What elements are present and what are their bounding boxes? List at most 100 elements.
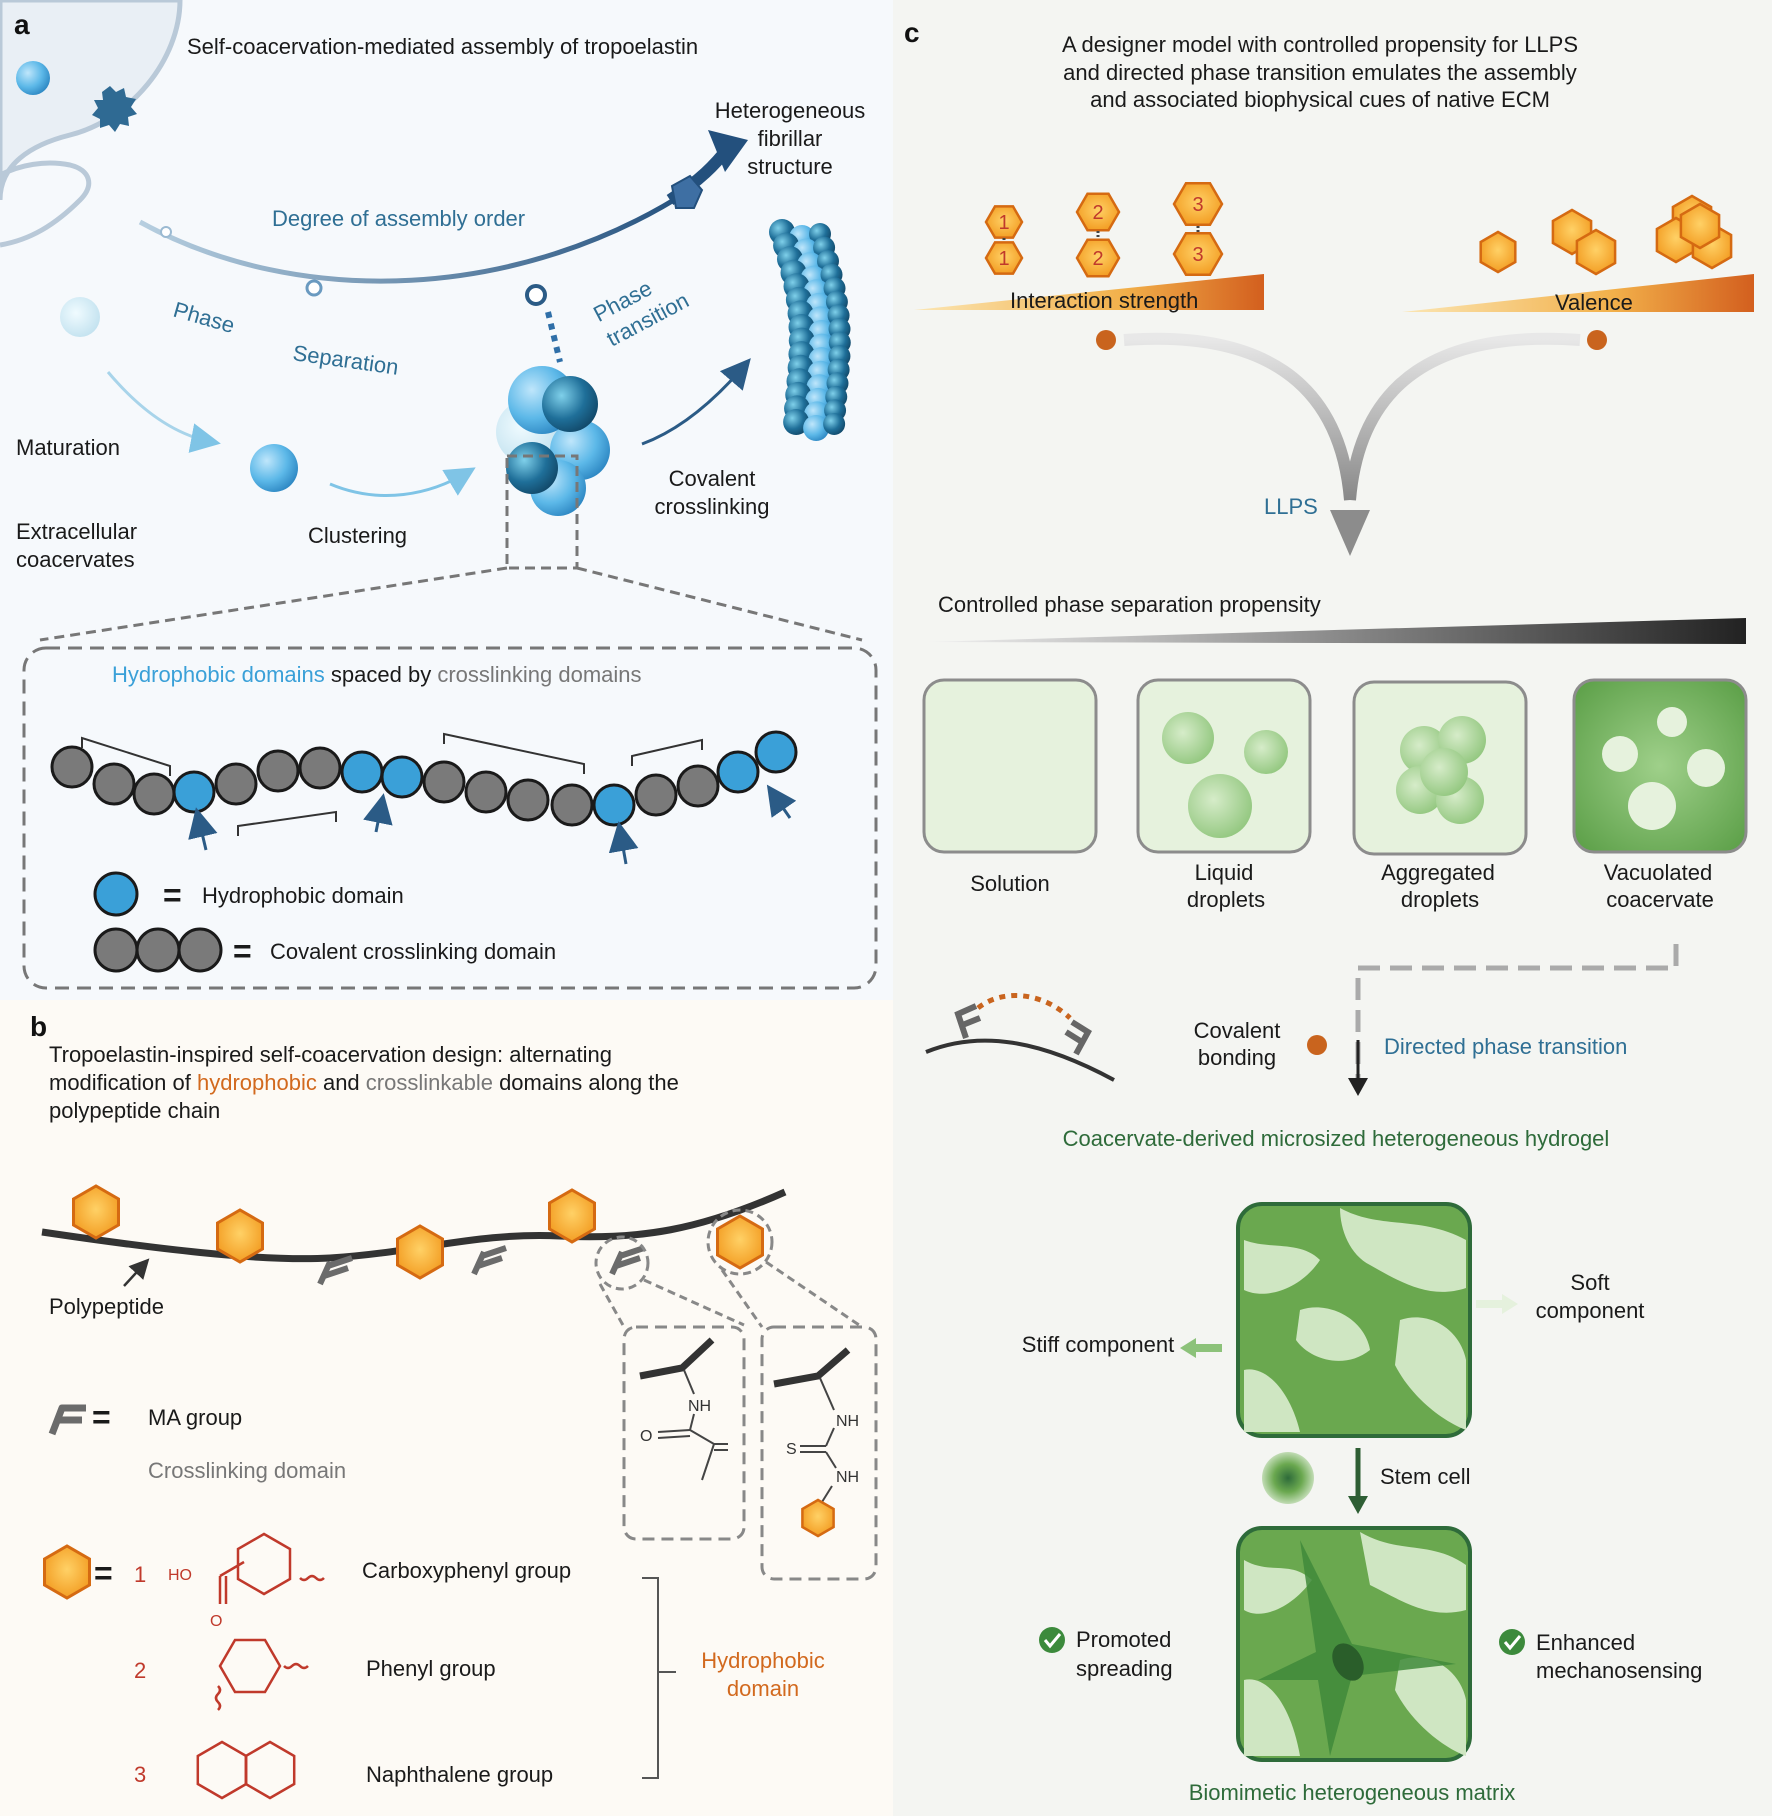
fibril-bead: [783, 409, 810, 435]
vacuolated-coacervate-box: [1572, 678, 1748, 854]
thiourea-chem-structure: [773, 1347, 851, 1503]
enhanced-line-2: mechanosensing: [1536, 1658, 1702, 1683]
left-converging-arrow: [1123, 332, 1356, 501]
hydrophobic-bracket: [642, 1577, 676, 1779]
thiourea-nh-2: NH: [836, 1469, 859, 1486]
valence-wedge: [1402, 274, 1754, 312]
domain-bracket: [443, 732, 585, 774]
chain-ma-groups: [317, 1245, 645, 1286]
polypeptide-label: Polypeptide: [49, 1294, 164, 1319]
hydrophobic-bead: [592, 783, 636, 827]
soft-regions: [1244, 1208, 1466, 1432]
cell-membrane-fold: [0, 160, 92, 248]
crosslinking-bead: [422, 760, 466, 804]
inset-title-crosslinking: crosslinking domains: [437, 662, 641, 687]
zoom-line-hex-right: [765, 1260, 863, 1329]
crosslinking-bead: [634, 773, 678, 817]
state-aggregated-line-2: droplets: [1401, 887, 1479, 912]
coacervate-cluster: [496, 366, 610, 516]
valence-label: Valence: [1555, 290, 1633, 315]
hydrophobic-pointer: [188, 807, 218, 851]
arc-node-3: [525, 284, 547, 306]
pair-hex-bottom: [1075, 238, 1121, 278]
covalent-line-2: crosslinking: [655, 494, 770, 519]
left-dot: [1096, 330, 1116, 350]
soft-line-2: component: [1536, 1298, 1645, 1323]
maturation-label: Maturation: [16, 435, 120, 460]
state-vacuolated-line-2: coacervate: [1606, 887, 1714, 912]
ma-equals: =: [92, 1399, 111, 1435]
assembly-arrow-head: [708, 130, 748, 172]
vacuole-3: [1687, 749, 1725, 787]
pair-hex-top: [984, 205, 1024, 239]
fibrillar-structure: [769, 219, 851, 441]
ma-chem-o: O: [640, 1428, 652, 1445]
crosslinking-bead: [214, 762, 258, 806]
droplet-3: [1188, 774, 1252, 838]
legend-gray-bead-3: [177, 927, 223, 973]
group-num-1: 1: [134, 1562, 146, 1587]
ma-zoom-circle: [594, 1235, 650, 1291]
chain-hexagons: [72, 1184, 764, 1280]
ma-group: [317, 1255, 353, 1286]
legend-equals-2: =: [233, 933, 252, 969]
legend-hydrophobic-bead: [93, 871, 139, 917]
hydrophobic-bead: [172, 770, 216, 814]
panel-c-letter: c: [904, 17, 920, 48]
crosslinking-bead: [256, 749, 300, 793]
dashed-transition-path: [1355, 944, 1679, 1080]
inset-title: Hydrophobic domains spaced by crosslinki…: [112, 662, 642, 687]
ma-chem-box: [622, 1325, 746, 1541]
covalent-crosslinking-arrow: [641, 358, 751, 446]
covalent-dot: [1307, 1035, 1327, 1055]
interaction-strength-label: Interaction strength: [1010, 288, 1198, 313]
droplet-1: [1162, 712, 1214, 764]
valence-hex-clusters: [1479, 194, 1733, 276]
crosslinking-domain-label: Crosslinking domain: [148, 1458, 346, 1483]
panel-b-title-line-2: modification of hydrophobic and crosslin…: [49, 1070, 679, 1095]
ma-group: [471, 1245, 507, 1276]
covalent-bonding-icon: [925, 993, 1115, 1082]
valence-hex: [1479, 230, 1517, 274]
crosslinking-bead: [132, 772, 176, 816]
thiourea-nh-1: NH: [836, 1413, 859, 1430]
panel-b: b Tropoelastin-inspired self-coacervatio…: [30, 1011, 878, 1800]
stiff-arrow: [1180, 1338, 1222, 1358]
extracellular-line-2: coacervates: [16, 547, 135, 572]
heterogeneous-line-3: structure: [747, 154, 833, 179]
inset-title-hydrophobic: Hydrophobic domains: [112, 662, 325, 687]
soft-line-1: Soft: [1570, 1270, 1609, 1295]
hydrophobic-hex: [548, 1188, 596, 1244]
right-converging-arrow: [1344, 332, 1581, 501]
hydrophobic-bead: [754, 730, 798, 774]
vesicle-icon: [16, 61, 50, 95]
panel-b-title-line-1: Tropoelastin-inspired self-coacervation …: [49, 1042, 612, 1067]
hydrophobic-hex-icon: [43, 1544, 91, 1600]
thiourea-chem-box: [760, 1325, 878, 1581]
ma-chem-nh: NH: [688, 1398, 711, 1415]
crosslinking-bead: [298, 746, 342, 790]
promoted-line-1: Promoted: [1076, 1627, 1171, 1652]
single-coacervate: [250, 444, 298, 492]
state-liquid-line-1: Liquid: [1195, 860, 1254, 885]
panel-a-title: Self-coacervation-mediated assembly of t…: [187, 34, 698, 59]
legend-gray-bead-2: [135, 927, 181, 973]
thiourea-s: S: [786, 1441, 797, 1458]
degree-label: Degree of assembly order: [272, 206, 525, 231]
arc-node-1: [160, 226, 172, 238]
propensity-wedge: [926, 618, 1746, 644]
panel-b-background: [0, 1000, 893, 1816]
hydrophobic-bead: [716, 750, 760, 794]
panel-c: c A designer model with controlled prope…: [904, 17, 1754, 1805]
zoom-line-ma-left: [598, 1283, 626, 1328]
hex-zoom-circle: [706, 1208, 774, 1276]
polypeptide-pointer: [123, 1258, 150, 1287]
clustering-arrow: [329, 467, 476, 497]
hydrophobic-pointer: [766, 784, 797, 819]
inset-title-spaced: spaced by: [331, 662, 431, 687]
fibril-bead: [803, 415, 830, 441]
covalent-line-1: Covalent: [669, 466, 756, 491]
pair-hex-number-top: 3: [1192, 194, 1203, 216]
panel-b-title-line-3: polypeptide chain: [49, 1098, 220, 1123]
